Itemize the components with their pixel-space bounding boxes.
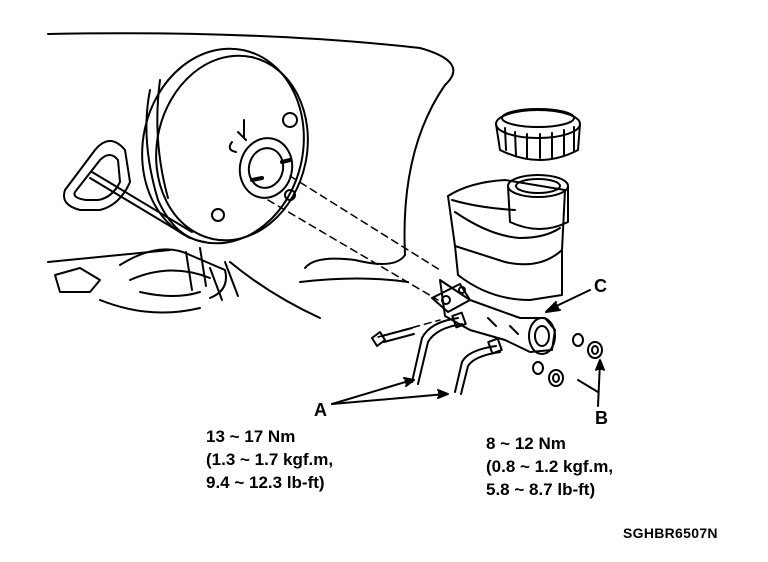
brake-booster: [141, 47, 309, 245]
label-a: A: [314, 400, 327, 420]
torque-left-nm: 13 ~ 17 Nm: [206, 427, 296, 446]
fluid-reservoir: [447, 174, 569, 301]
alignment-lines: [267, 175, 441, 338]
figure-code: SGHBR6507N: [623, 525, 718, 541]
brake-lines: [411, 311, 503, 395]
torque-right-nm: 8 ~ 12 Nm: [486, 434, 566, 453]
mounting-bolt: [371, 327, 415, 347]
label-b: B: [595, 408, 608, 428]
reservoir-cap: [495, 108, 581, 161]
torque-left-lbft: 9.4 ~ 12.3 lb-ft): [206, 473, 325, 492]
firewall-panel: [47, 32, 455, 319]
master-cylinder-body: [431, 279, 556, 355]
torque-right-lbft: 5.8 ~ 8.7 lb-ft): [486, 480, 596, 499]
torque-left-kgfm: (1.3 ~ 1.7 kgf.m,: [206, 450, 334, 469]
label-c: C: [594, 276, 607, 296]
torque-spec-brake-lines: 13 ~ 17 Nm (1.3 ~ 1.7 kgf.m, 9.4 ~ 12.3 …: [206, 425, 333, 494]
leader-arrows: [331, 289, 605, 407]
torque-right-kgfm: (0.8 ~ 1.2 kgf.m,: [486, 457, 614, 476]
mounting-nuts: [532, 333, 603, 387]
brake-pedal-linkage: [54, 140, 239, 314]
torque-spec-mounting-nuts: 8 ~ 12 Nm (0.8 ~ 1.2 kgf.m, 5.8 ~ 8.7 lb…: [486, 432, 613, 501]
